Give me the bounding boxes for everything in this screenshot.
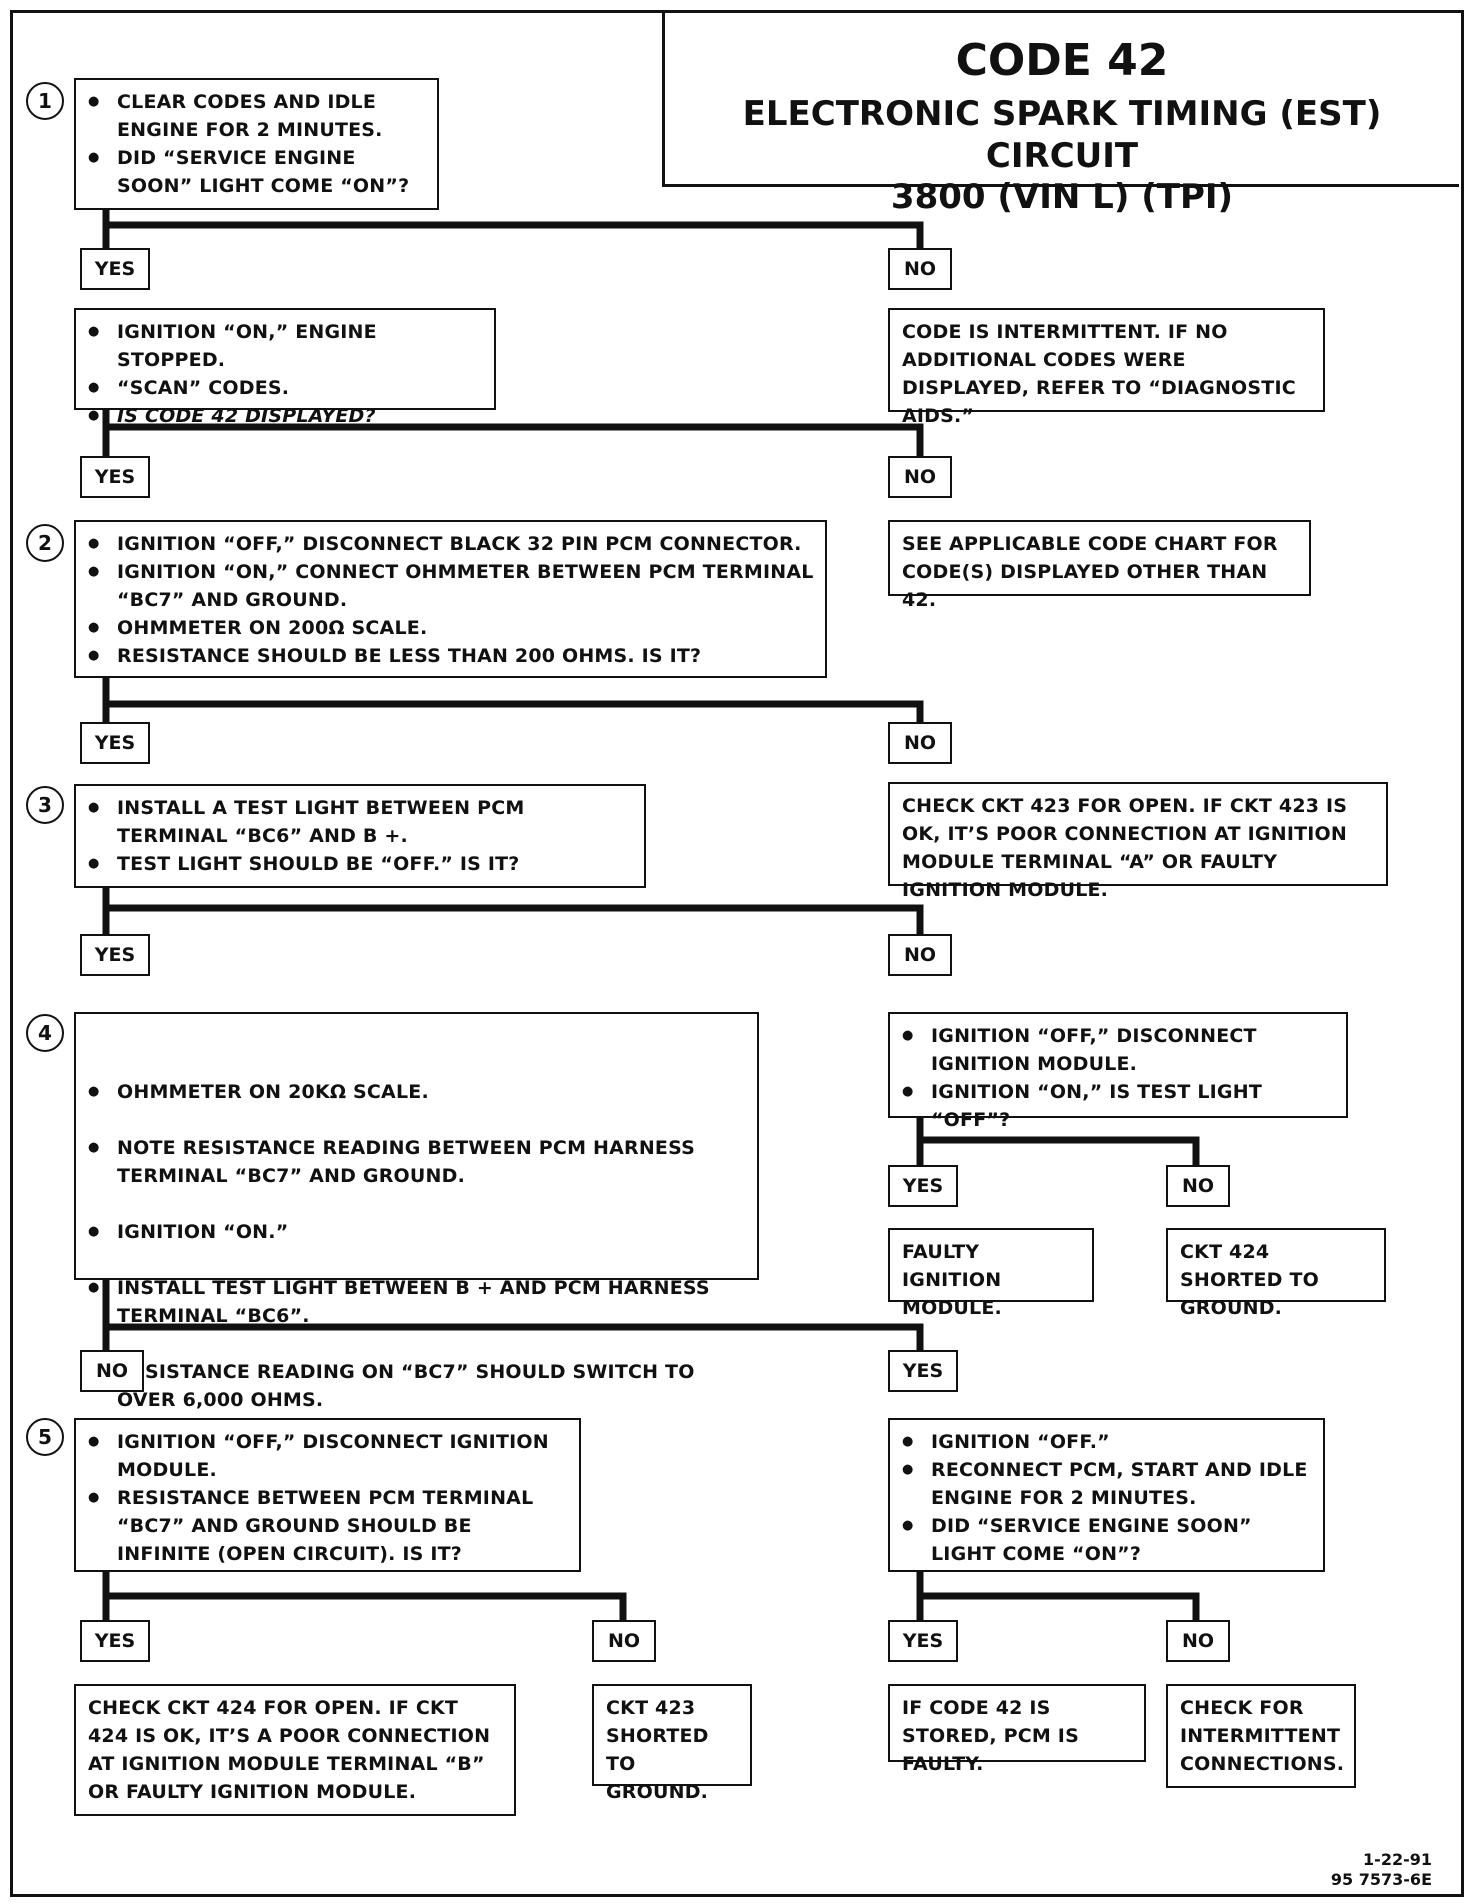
step-number-4: 4 <box>26 1014 64 1052</box>
scan-item: “SCAN” CODES. <box>84 374 484 402</box>
label-yes: YES <box>80 248 150 290</box>
step3-box: INSTALL A TEST LIGHT BETWEEN PCM TERMINA… <box>74 784 646 888</box>
step1-item: DID “SERVICE ENGINE SOON” LIGHT COME “ON… <box>84 144 427 200</box>
step5-item: RESISTANCE BETWEEN PCM TERMINAL “BC7” AN… <box>84 1484 569 1568</box>
ckt424-ground-text: CKT 424 SHORTED TO GROUND. <box>1180 1241 1319 1319</box>
label-yes: YES <box>80 722 150 764</box>
step-number-3: 3 <box>26 786 64 824</box>
connector-reconnect <box>916 1568 1200 1624</box>
label-yes: YES <box>80 934 150 976</box>
title-block: CODE 42 ELECTRONIC SPARK TIMING (EST) CI… <box>662 13 1459 217</box>
connector-step5 <box>102 1568 627 1624</box>
scan-codes-box: IGNITION “ON,” ENGINE STOPPED. “SCAN” CO… <box>74 308 496 430</box>
scan-item: IGNITION “ON,” ENGINE STOPPED. <box>84 318 484 374</box>
step1-box: CLEAR CODES AND IDLE ENGINE FOR 2 MINUTE… <box>74 78 439 210</box>
ckt424-ground-box: CKT 424 SHORTED TO GROUND. <box>1166 1228 1386 1319</box>
label-no: NO <box>80 1350 144 1392</box>
pcm-faulty-text: IF CODE 42 IS STORED, PCM IS FAULTY. <box>902 1697 1079 1775</box>
step2-item: IGNITION “OFF,” DISCONNECT BLACK 32 PIN … <box>84 530 815 558</box>
step4-item: NOTE RESISTANCE READING BETWEEN PCM HARN… <box>84 1134 747 1190</box>
ckt424-open-text: CHECK CKT 424 FOR OPEN. IF CKT 424 IS OK… <box>88 1697 491 1803</box>
disconnect-item: IGNITION “OFF,” DISCONNECT IGNITION MODU… <box>898 1022 1336 1078</box>
label-yes: YES <box>80 456 150 498</box>
step2-item: OHMMETER ON 200Ω SCALE. <box>84 614 815 642</box>
applicable-code-box: SEE APPLICABLE CODE CHART FOR CODE(S) DI… <box>888 520 1311 611</box>
step4-item: OHMMETER ON 20KΩ SCALE. <box>84 1078 747 1106</box>
ckt423-open-text: CHECK CKT 423 FOR OPEN. IF CKT 423 IS OK… <box>902 795 1348 901</box>
footer-date: 1-22-91 <box>1363 1850 1432 1869</box>
reconnect-item: DID “SERVICE ENGINE SOON” LIGHT COME “ON… <box>898 1512 1313 1568</box>
step3-item: INSTALL A TEST LIGHT BETWEEN PCM TERMINA… <box>84 794 634 850</box>
label-no: NO <box>1166 1620 1230 1662</box>
faulty-module-box: FAULTY IGNITION MODULE. <box>888 1228 1094 1319</box>
page-border <box>10 10 1464 1897</box>
ckt423-ground-box: CKT 423 SHORTED TO GROUND. <box>592 1684 752 1803</box>
step4-item: INSTALL TEST LIGHT BETWEEN B + AND PCM H… <box>84 1274 747 1330</box>
reconnect-item: IGNITION “OFF.” <box>898 1428 1313 1456</box>
reconnect-item: RECONNECT PCM, START AND IDLE ENGINE FOR… <box>898 1456 1313 1512</box>
label-yes: YES <box>888 1620 958 1662</box>
label-yes: YES <box>888 1165 958 1207</box>
label-no: NO <box>1166 1165 1230 1207</box>
label-no: NO <box>888 456 952 498</box>
label-yes: YES <box>80 1620 150 1662</box>
intermittent-connections-text: CHECK FOR INTERMITTENT CONNECTIONS. <box>1180 1697 1345 1775</box>
label-yes: YES <box>888 1350 958 1392</box>
reconnect-pcm-box: IGNITION “OFF.” RECONNECT PCM, START AND… <box>888 1418 1325 1572</box>
step-number-2: 2 <box>26 524 64 562</box>
footer-reference: 1-22-91 95 7573-6E <box>1331 1850 1432 1890</box>
step1-item: CLEAR CODES AND IDLE ENGINE FOR 2 MINUTE… <box>84 88 427 144</box>
step4-item: RESISTANCE READING ON “BC7” SHOULD SWITC… <box>84 1358 747 1442</box>
scan-item: IS CODE 42 DISPLAYED? <box>84 402 484 430</box>
title-code: CODE 42 <box>955 35 1169 86</box>
label-no: NO <box>888 248 952 290</box>
title-main: ELECTRONIC SPARK TIMING (EST) CIRCUIT <box>742 94 1382 176</box>
step5-item: IGNITION “OFF,” DISCONNECT IGNITION MODU… <box>84 1428 569 1484</box>
footer-ref: 95 7573-6E <box>1330 1870 1432 1889</box>
ckt423-open-box: CHECK CKT 423 FOR OPEN. IF CKT 423 IS OK… <box>888 782 1388 901</box>
ckt424-open-box: CHECK CKT 424 FOR OPEN. IF CKT 424 IS OK… <box>74 1684 516 1816</box>
label-no: NO <box>592 1620 656 1662</box>
step4-item: IGNITION “ON.” <box>84 1218 747 1246</box>
faulty-module-text: FAULTY IGNITION MODULE. <box>902 1241 1002 1319</box>
intermittent-text: CODE IS INTERMITTENT. IF NO ADDITIONAL C… <box>902 321 1296 427</box>
connector-step1 <box>102 206 924 252</box>
step-number-5: 5 <box>26 1418 64 1456</box>
step-number-1: 1 <box>26 82 64 120</box>
disconnect-module-box: IGNITION “OFF,” DISCONNECT IGNITION MODU… <box>888 1012 1348 1131</box>
title-sub: 3800 (VIN L) (TPI) <box>890 177 1234 217</box>
step2-item: IGNITION “ON,” CONNECT OHMMETER BETWEEN … <box>84 558 815 614</box>
connector-step3 <box>102 884 924 944</box>
applicable-text: SEE APPLICABLE CODE CHART FOR CODE(S) DI… <box>902 533 1278 611</box>
connector-step2 <box>102 674 924 730</box>
step5-box: IGNITION “OFF,” DISCONNECT IGNITION MODU… <box>74 1418 581 1572</box>
ckt423-ground-text: CKT 423 SHORTED TO GROUND. <box>606 1697 709 1803</box>
intermittent-box: CODE IS INTERMITTENT. IF NO ADDITIONAL C… <box>888 308 1325 427</box>
label-no: NO <box>888 722 952 764</box>
step4-box: OHMMETER ON 20KΩ SCALE. NOTE RESISTANCE … <box>74 1012 759 1439</box>
pcm-faulty-box: IF CODE 42 IS STORED, PCM IS FAULTY. <box>888 1684 1146 1775</box>
step2-box: IGNITION “OFF,” DISCONNECT BLACK 32 PIN … <box>74 520 827 678</box>
disconnect-item: IGNITION “ON,” IS TEST LIGHT “OFF”? <box>898 1078 1336 1134</box>
label-no: NO <box>888 934 952 976</box>
intermittent-connections-box: CHECK FOR INTERMITTENT CONNECTIONS. <box>1166 1684 1356 1788</box>
step2-item: RESISTANCE SHOULD BE LESS THAN 200 OHMS.… <box>84 642 815 670</box>
step3-item: TEST LIGHT SHOULD BE “OFF.” IS IT? <box>84 850 634 878</box>
